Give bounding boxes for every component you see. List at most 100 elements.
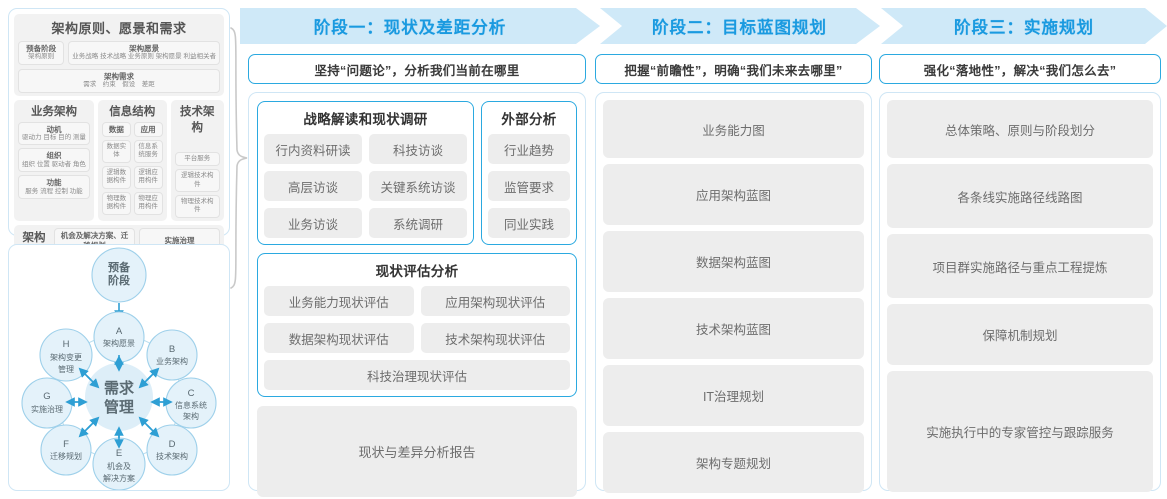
adm-label-h-2: 管理	[58, 364, 74, 374]
adm-letter-a: A	[116, 326, 123, 337]
phase-2-item[interactable]: 数据架构蓝图	[603, 231, 864, 292]
card-sub: 物理数据构件	[106, 194, 127, 211]
phase-3-item[interactable]: 实施执行中的专家管控与跟踪服务	[887, 371, 1153, 492]
adm-node-g	[21, 377, 73, 429]
strategy-research-title: 战略解读和现状调研	[303, 112, 428, 127]
phase-3-banner-shape	[881, 8, 1167, 44]
togaf-prep-sub: 架构原则	[28, 53, 55, 61]
togaf-principles-block: 架构原则、愿景和需求 预备阶段 架构原则 架构愿景 业务战略 技术战略 业务原则…	[14, 14, 224, 96]
card-sub: 驱动力 目标 目的 测量	[22, 134, 86, 141]
phase-3-item[interactable]: 总体策略、原则与阶段划分	[887, 100, 1153, 158]
adm-letter-f: F	[63, 439, 69, 450]
adm-letter-c: C	[188, 388, 195, 399]
phase-2-banner-shape	[600, 8, 880, 44]
togaf-col-title-information: 信息结构	[109, 105, 156, 118]
togaf-column-information: 信息结构 数据 数据实体 逻辑数据构件	[97, 99, 167, 221]
phase-2-item[interactable]: IT治理规划	[603, 365, 864, 426]
research-chip[interactable]: 关键系统访谈	[369, 171, 467, 201]
research-chip[interactable]: 高层访谈	[264, 171, 362, 201]
strategy-research-group: 战略解读和现状调研 行内资料研读 科技访谈 高层访谈 关键系统访谈 业务访谈 系…	[257, 101, 474, 245]
assessment-chip[interactable]: 应用架构现状评估	[420, 286, 570, 316]
togaf-card-physical-app: 物理应用构件	[133, 191, 163, 215]
togaf-card-physical-tech: 物理技术构件	[174, 194, 220, 218]
phase-3-banner-text: 阶段三：实施规划	[954, 19, 1094, 37]
research-chip[interactable]: 科技访谈	[369, 134, 467, 164]
phase-3-banner: 阶段三：实施规划	[881, 8, 1167, 44]
phase-2-item-list: 业务能力图 应用架构蓝图 数据架构蓝图 技术架构蓝图 IT治理规划 架构专题规划	[603, 100, 864, 493]
adm-label-a: 架构愿景	[103, 338, 135, 348]
assessment-chip[interactable]: 技术架构现状评估	[420, 323, 570, 353]
card-head: 应用	[140, 124, 156, 134]
togaf-title: 架构原则、愿景和需求	[51, 21, 187, 36]
research-chip[interactable]: 行内资料研读	[264, 134, 362, 164]
phase-1-subtitle: 坚持“问题论”，分析我们当前在哪里	[248, 54, 586, 84]
togaf-card-is-service: 信息系统服务	[133, 140, 163, 163]
external-chip[interactable]: 同业实践	[488, 208, 570, 238]
phase-1-banner-text: 阶段一：现状及差距分析	[313, 19, 507, 37]
left-column: 架构原则、愿景和需求 预备阶段 架构原则 架构愿景 业务战略 技术战略 业务原则…	[8, 8, 230, 491]
card-head: 功能	[46, 178, 62, 188]
togaf-card-data-entity: 数据实体	[101, 140, 131, 163]
adm-cycle-panel: 预备 阶段 需求 管理 A 架构愿景 B 业务架构	[8, 244, 230, 491]
adm-center-line2: 管理	[104, 398, 134, 416]
external-analysis-group: 外部分析 行业趋势 监管要求 同业实践	[481, 101, 577, 245]
togaf-prep-card: 预备阶段 架构原则	[18, 41, 65, 65]
phase-2-subtitle: 把握“前瞻性”，明确“我们未来去哪里”	[595, 54, 872, 84]
research-chip[interactable]: 业务访谈	[264, 208, 362, 238]
togaf-requirements-card: 架构需求 需求 约束 假设 差距	[18, 68, 220, 93]
gap-analysis-report-chip[interactable]: 现状与差异分析报告	[257, 406, 577, 497]
phase-3-item[interactable]: 各条线实施路径线路图	[887, 164, 1153, 228]
togaf-card-logical-tech: 逻辑技术构件	[174, 169, 220, 192]
card-sub: 逻辑应用构件	[138, 168, 158, 185]
togaf-col-title-technology: 技术架构	[180, 105, 215, 134]
togaf-card-logical-data: 逻辑数据构件	[101, 165, 131, 189]
adm-label-c-2: 架构	[183, 411, 199, 421]
phase-3-subtitle: 强化“落地性”，解决“我们怎么去”	[879, 54, 1161, 84]
phase-2-item[interactable]: 技术架构蓝图	[603, 298, 864, 359]
phase-2-item[interactable]: 架构专题规划	[603, 432, 864, 493]
card-sub: 物理应用构件	[138, 194, 158, 211]
assessment-title: 现状评估分析	[375, 264, 459, 279]
togaf-card-physical-data: 物理数据构件	[101, 191, 131, 215]
phase-2-item[interactable]: 业务能力图	[603, 100, 864, 158]
card-sub: 组织 位置 驱动者 角色	[22, 160, 86, 168]
togaf-vision-card: 架构愿景 业务战略 技术战略 业务原则 架构愿景 利益相关者	[68, 41, 220, 65]
brace-connector	[230, 27, 248, 289]
phase-3-item-list: 总体策略、原则与阶段划分 各条线实施路径线路图 项目群实施路径与重点工程提炼 保…	[887, 100, 1153, 492]
phase-2-item[interactable]: 应用架构蓝图	[603, 164, 864, 225]
togaf-prep-head: 预备阶段	[26, 44, 57, 53]
card-sub: 服务 流程 控制 功能	[25, 187, 83, 195]
phase-2-banner: 阶段二：目标蓝图规划	[600, 8, 883, 44]
adm-prep-line2: 阶段	[108, 273, 130, 287]
togaf-col-title-business: 业务架构	[30, 105, 77, 118]
phase-1-banner: 阶段一：现状及差距分析	[240, 8, 602, 44]
phase-2-banner-text: 阶段二：目标蓝图规划	[652, 19, 827, 37]
phase-3-item[interactable]: 项目群实施路径与重点工程提炼	[887, 234, 1153, 298]
adm-node-prep	[91, 247, 147, 303]
assessment-chip[interactable]: 业务能力现状评估	[264, 286, 414, 316]
adm-label-c-1: 信息系统	[175, 400, 207, 410]
togaf-vision-sub: 业务战略 技术战略 业务原则 架构愿景 利益相关者	[72, 53, 216, 61]
assessment-chip-full[interactable]: 科技治理现状评估	[264, 360, 570, 390]
card-head: 动机	[46, 124, 62, 134]
togaf-card-platform-service: 平台服务	[174, 151, 220, 167]
adm-cycle-svg: 预备 阶段 需求 管理 A 架构愿景 B 业务架构	[21, 247, 217, 490]
external-chip[interactable]: 监管要求	[488, 171, 570, 201]
togaf-card-function: 功能 服务 流程 控制 功能	[18, 175, 90, 200]
research-chip[interactable]: 系统调研	[369, 208, 467, 238]
adm-letter-d: D	[169, 439, 176, 450]
assessment-chip[interactable]: 数据架构现状评估	[264, 323, 414, 353]
adm-label-g: 实施治理	[31, 404, 63, 414]
togaf-card-motivation: 动机 驱动力 目标 目的 测量	[18, 121, 90, 146]
togaf-card-application: 应用	[133, 121, 163, 137]
external-analysis-title: 外部分析	[501, 112, 557, 127]
phase-3-item[interactable]: 保障机制规划	[887, 304, 1153, 365]
adm-node-d	[146, 424, 198, 476]
adm-node-b	[146, 329, 198, 381]
phase-1-panel: 战略解读和现状调研 行内资料研读 科技访谈 高层访谈 关键系统访谈 业务访谈 系…	[248, 92, 586, 497]
card-head: 组织	[46, 151, 62, 161]
phase-2-panel: 业务能力图 应用架构蓝图 数据架构蓝图 技术架构蓝图 IT治理规划 架构专题规划	[595, 92, 872, 493]
adm-node-center	[85, 363, 153, 431]
phase-1-top-row: 战略解读和现状调研 行内资料研读 科技访谈 高层访谈 关键系统访谈 业务访谈 系…	[257, 101, 577, 245]
external-chip[interactable]: 行业趋势	[488, 134, 570, 164]
